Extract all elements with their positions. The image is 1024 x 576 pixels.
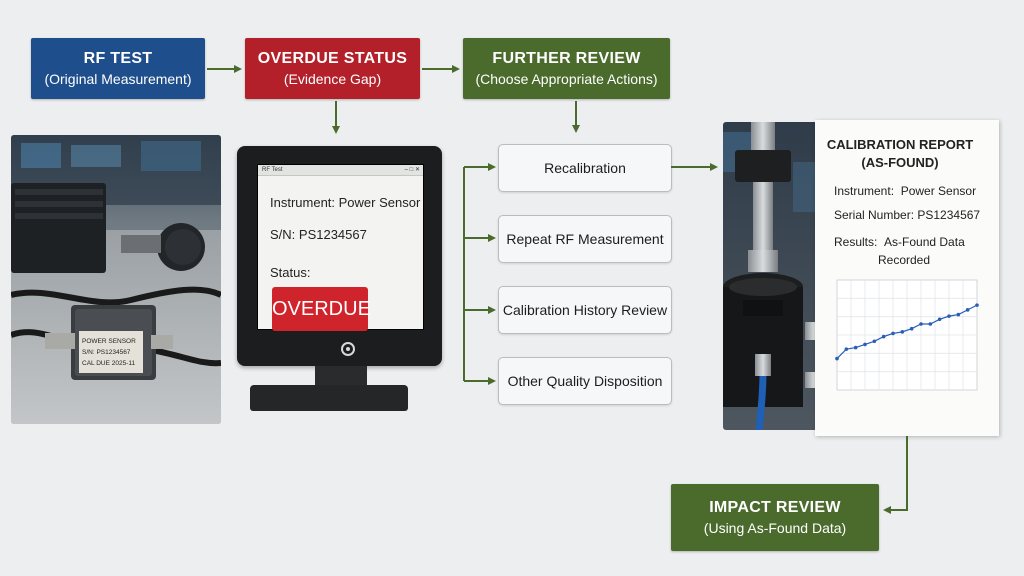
chart-point xyxy=(919,322,923,326)
screen-titlebar-text: RF Test xyxy=(262,167,283,173)
overdue-status-title: OVERDUE STATUS xyxy=(257,50,408,67)
report-serial-value: PS1234567 xyxy=(917,208,981,222)
rf-test-box: RF TEST (Original Measurement) xyxy=(31,38,205,99)
report-instrument-label: Instrument: xyxy=(834,184,895,198)
overdue-status-box: OVERDUE STATUS (Evidence Gap) xyxy=(245,38,420,99)
option-label: Calibration History Review xyxy=(502,302,668,318)
report-serial-row: Serial Number: PS1234567 xyxy=(834,208,980,222)
chart-point xyxy=(956,312,961,317)
option-recalibration: Recalibration xyxy=(498,144,672,192)
impact-review-title: IMPACT REVIEW xyxy=(709,499,841,516)
chart-point xyxy=(965,308,970,312)
screen-titlebar: RF Test – □ ✕ xyxy=(258,165,423,176)
option-label: Repeat RF Measurement xyxy=(506,231,664,247)
further-review-title: FURTHER REVIEW xyxy=(492,50,641,67)
arrow-report-to-impact xyxy=(883,436,908,514)
report-instrument-value: Power Sensor xyxy=(900,184,977,198)
monitor-screen: RF Test – □ ✕ Instrument: Power Sensor S… xyxy=(257,164,424,331)
chart-point xyxy=(928,322,933,326)
chart-point xyxy=(909,326,914,331)
option-other-quality-disposition: Other Quality Disposition xyxy=(498,357,672,405)
sensor-label-line1: POWER SENSOR xyxy=(82,338,136,345)
report-results-value2: Recorded xyxy=(878,253,931,267)
monitor-neck xyxy=(315,366,367,388)
rf-test-title: RF TEST xyxy=(83,50,153,67)
report-serial-label: Serial Number: xyxy=(834,208,915,222)
further-review-box: FURTHER REVIEW (Choose Appropriate Actio… xyxy=(463,38,670,99)
screen-status-label: Status: xyxy=(270,265,311,280)
report-results-value: As-Found Data xyxy=(884,235,965,249)
chart-point xyxy=(853,345,858,350)
rf-test-subtitle: (Original Measurement) xyxy=(44,71,192,87)
report-instrument-row: Instrument: Power Sensor xyxy=(834,184,976,198)
rf-test-bench-photo: POWER SENSOR S/N: PS1234567 CAL DUE 2025… xyxy=(11,135,221,424)
option-label: Other Quality Disposition xyxy=(507,373,663,389)
chart-point xyxy=(891,331,895,336)
report-results-label: Results: xyxy=(834,235,878,249)
report-title: CALIBRATION REPORT xyxy=(826,137,974,152)
option-repeat-rf-measurement: Repeat RF Measurement xyxy=(498,215,672,263)
power-button-icon xyxy=(341,342,355,356)
overdue-status-subtitle: (Evidence Gap) xyxy=(283,71,382,87)
chart-point xyxy=(863,342,867,347)
chart-point xyxy=(881,334,886,339)
option-label: Recalibration xyxy=(544,160,626,176)
further-review-subtitle: (Choose Appropriate Actions) xyxy=(475,71,658,87)
sensor-label-line3: CAL DUE 2025-11 xyxy=(82,360,135,367)
screen-serial: S/N: PS1234567 xyxy=(270,227,367,242)
sensor-label-line2: S/N: PS1234567 xyxy=(82,349,131,356)
chart-point xyxy=(844,347,849,351)
as-found-chart xyxy=(835,279,979,391)
chart-point xyxy=(872,339,877,344)
impact-review-subtitle: (Using As-Found Data) xyxy=(703,520,847,536)
window-controls: – □ ✕ xyxy=(404,167,420,173)
chart-point xyxy=(900,330,905,334)
report-subtitle: (AS-FOUND) xyxy=(861,155,939,170)
chart-point xyxy=(937,317,942,322)
monitor: RF Test – □ ✕ Instrument: Power Sensor S… xyxy=(237,146,442,366)
option-calibration-history-review: Calibration History Review xyxy=(498,286,672,334)
screen-instrument: Instrument: Power Sensor xyxy=(270,195,421,210)
chart-point xyxy=(947,314,951,318)
calibration-report: CALIBRATION REPORT (AS-FOUND) Instrument… xyxy=(815,120,999,436)
chart-series-line xyxy=(836,304,978,359)
chart-point xyxy=(835,356,839,361)
impact-review-box: IMPACT REVIEW (Using As-Found Data) xyxy=(671,484,879,551)
monitor-stand xyxy=(250,385,408,411)
report-results-row: Results: As-Found Data xyxy=(834,235,965,249)
overdue-badge: OVERDUE xyxy=(272,287,371,331)
chart-point xyxy=(975,303,979,307)
